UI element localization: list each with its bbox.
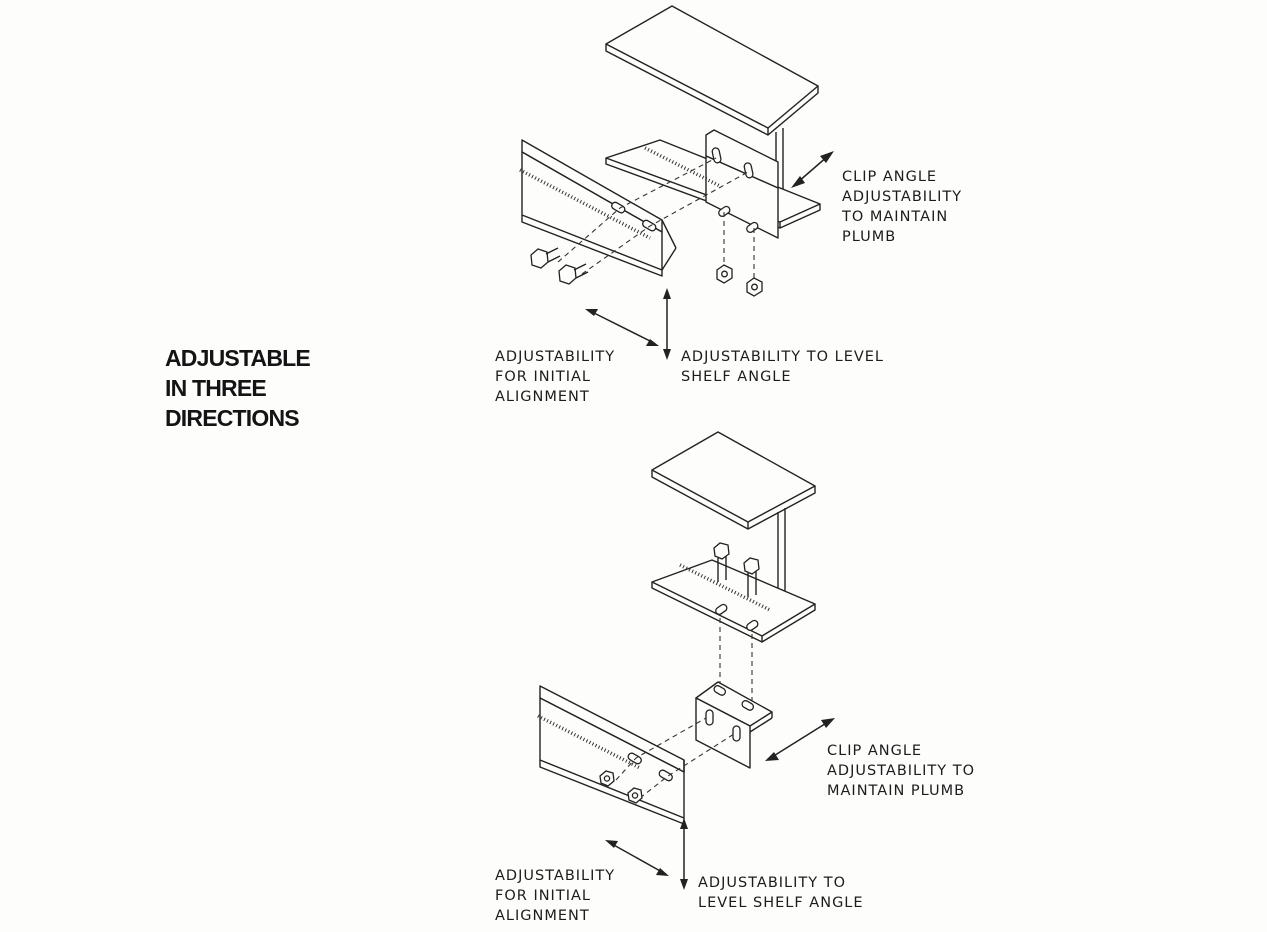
top-level-arrow [663, 288, 671, 360]
top-plumb-arrow [791, 151, 834, 188]
label-line: SHELF ANGLE [681, 369, 792, 385]
top-level-label: ADJUSTABILITY TO LEVEL SHELF ANGLE [681, 347, 884, 387]
title-line: IN THREE [165, 375, 267, 401]
label-line: PLUMB [842, 229, 897, 245]
label-line: CLIP ANGLE [842, 169, 938, 185]
label-line: ALIGNMENT [495, 389, 590, 405]
title-line: DIRECTIONS [165, 405, 300, 431]
bottom-level-arrow [680, 818, 688, 890]
label-line: ALIGNMENT [495, 908, 590, 924]
label-line: TO MAINTAIN [842, 209, 949, 225]
bottom-bolts [713, 542, 760, 597]
label-line: ADJUSTABILITY [495, 349, 616, 365]
bottom-plumb-arrow [765, 718, 835, 761]
bottom-alignment-label: ADJUSTABILITY FOR INITIAL ALIGNMENT [495, 866, 615, 926]
label-line: LEVEL SHELF ANGLE [698, 895, 864, 911]
top-detail-drawing [519, 5, 834, 360]
diagram-title: ADJUSTABLE IN THREE DIRECTIONS [165, 343, 311, 433]
label-line: ADJUSTABILITY [495, 868, 616, 884]
top-clip-angle-label: CLIP ANGLE ADJUSTABILITY TO MAINTAIN PLU… [842, 167, 962, 247]
label-line: CLIP ANGLE [827, 743, 923, 759]
bottom-clip-angle [695, 681, 773, 769]
label-line: ADJUSTABILITY TO LEVEL [681, 349, 885, 365]
bottom-alignment-arrow [605, 840, 669, 876]
bottom-beam [651, 431, 816, 643]
label-line: ADJUSTABILITY TO [698, 875, 847, 891]
top-shelf-angle [521, 139, 677, 277]
top-alignment-label: ADJUSTABILITY FOR INITIAL ALIGNMENT [495, 347, 615, 407]
top-alignment-arrow [585, 309, 659, 346]
label-line: ADJUSTABILITY [842, 189, 963, 205]
top-nuts [716, 264, 763, 297]
label-line: MAINTAIN PLUMB [827, 783, 966, 799]
bottom-level-label: ADJUSTABILITY TO LEVEL SHELF ANGLE [698, 873, 864, 913]
bottom-nuts [599, 770, 643, 804]
bottom-clip-angle-label: CLIP ANGLE ADJUSTABILITY TO MAINTAIN PLU… [827, 741, 975, 801]
top-clip-angle [705, 129, 779, 239]
title-line: ADJUSTABLE [165, 345, 311, 371]
bottom-shelf-angle [539, 685, 685, 825]
label-line: FOR INITIAL [495, 888, 591, 904]
top-bolts [530, 247, 589, 285]
bottom-detail-drawing [537, 431, 835, 890]
label-line: FOR INITIAL [495, 369, 591, 385]
label-line: ADJUSTABILITY TO [827, 763, 976, 779]
